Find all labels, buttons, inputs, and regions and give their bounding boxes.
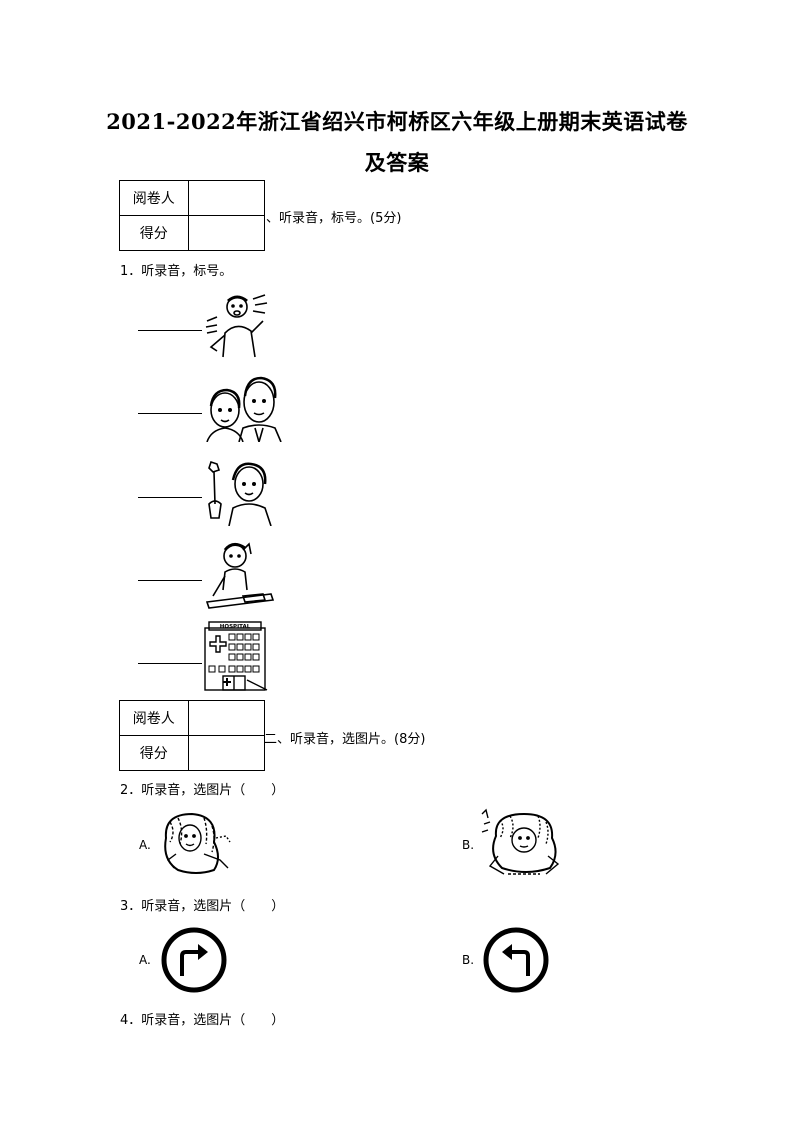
turn-right-sign-icon[interactable]	[160, 926, 228, 994]
answer-blank-1[interactable]	[138, 330, 202, 331]
score-label: 得分	[119, 735, 189, 771]
reviewer-field[interactable]	[187, 700, 266, 736]
girl-curly-hair-picture[interactable]	[480, 808, 568, 878]
section1-heading: 、听录音，标号。(5分)	[266, 211, 402, 226]
student-thinking-picture	[205, 542, 275, 609]
hospital-building-picture: HOSPITAL	[204, 621, 268, 691]
grandparents-picture	[206, 376, 282, 442]
answer-blank-3[interactable]	[138, 497, 202, 498]
question-1: 1．听录音，标号。	[120, 264, 233, 279]
q3-option-a-label[interactable]: A.	[139, 953, 151, 967]
answer-blank-4[interactable]	[138, 580, 202, 581]
boy-singing-picture	[205, 294, 268, 358]
answer-blank-2[interactable]	[138, 413, 202, 414]
worker-with-wrench-picture	[208, 460, 272, 526]
reviewer-field[interactable]	[187, 180, 266, 216]
document-title-line1: 2021-2022年浙江省绍兴市柯桥区六年级上册期末英语试卷	[106, 109, 688, 134]
answer-blank-5[interactable]	[138, 663, 202, 664]
reviewer-label: 阅卷人	[119, 700, 189, 736]
hospital-sign-text: HOSPITAL	[220, 624, 251, 630]
question-4: 4．听录音，选图片（ ）	[120, 1013, 285, 1028]
reviewer-label: 阅卷人	[119, 180, 189, 216]
q2-option-a-label[interactable]: A.	[139, 838, 151, 852]
question-3: 3．听录音，选图片（ ）	[120, 899, 285, 914]
score-field[interactable]	[187, 735, 266, 771]
q3-option-b-label[interactable]: B.	[462, 953, 475, 967]
score-table-2: 阅卷人 得分	[119, 700, 266, 771]
section2-heading: 二、听录音，选图片。(8分)	[264, 732, 426, 747]
score-field[interactable]	[187, 215, 266, 251]
score-label: 得分	[119, 215, 189, 251]
q2-option-b-label[interactable]: B.	[462, 838, 475, 852]
girl-long-hair-picture[interactable]	[156, 808, 234, 876]
document-title-line2: 及答案	[364, 150, 430, 175]
turn-left-sign-icon[interactable]	[482, 926, 550, 994]
score-table-1: 阅卷人 得分	[119, 180, 266, 251]
question-2: 2．听录音，选图片（ ）	[120, 783, 285, 798]
